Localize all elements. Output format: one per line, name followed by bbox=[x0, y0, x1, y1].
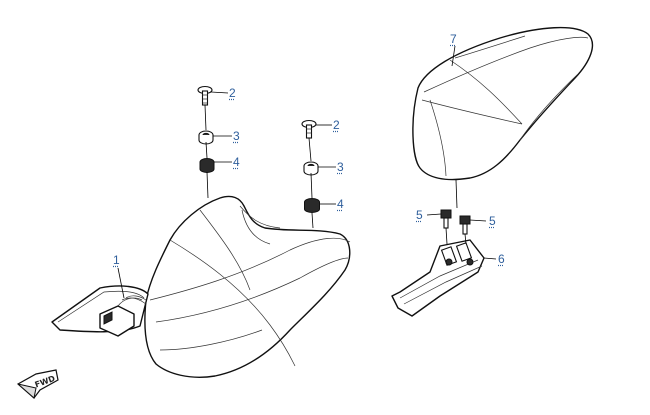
assembly-lines bbox=[204, 104, 467, 245]
callout-6-seat-bracket[interactable]: 6 bbox=[498, 252, 505, 266]
seat-bracket-part bbox=[391, 239, 485, 317]
right-bolt-part bbox=[301, 119, 317, 139]
callout-4-right-grommet[interactable]: 4 bbox=[337, 197, 344, 211]
pillion-seat-part bbox=[412, 26, 593, 181]
left-bolt-part bbox=[197, 85, 213, 106]
right-washer-part bbox=[303, 161, 319, 176]
callout-7-pillion-seat[interactable]: 7 bbox=[450, 32, 457, 46]
right-grommet-part bbox=[304, 198, 320, 213]
forward-arrow-icon: FWD bbox=[16, 369, 59, 399]
bracket-bolt-left-part bbox=[440, 209, 452, 229]
callout-2-left-bolt[interactable]: 2 bbox=[229, 86, 236, 100]
callout-leaders bbox=[117, 45, 497, 299]
callout-3-left-washer[interactable]: 3 bbox=[233, 129, 240, 143]
callout-5-left-bracket-bolt[interactable]: 5 bbox=[416, 208, 423, 222]
callout-2-right-bolt[interactable]: 2 bbox=[333, 118, 340, 132]
left-grommet-part bbox=[199, 158, 215, 173]
rider-seat-part bbox=[51, 195, 351, 378]
callout-3-right-washer[interactable]: 3 bbox=[337, 160, 344, 174]
callout-1-rider-seat[interactable]: 1 bbox=[113, 253, 120, 267]
callout-4-left-grommet[interactable]: 4 bbox=[233, 155, 240, 169]
callout-5-right-bracket-bolt[interactable]: 5 bbox=[489, 214, 496, 228]
bracket-bolt-right-part bbox=[459, 215, 471, 235]
